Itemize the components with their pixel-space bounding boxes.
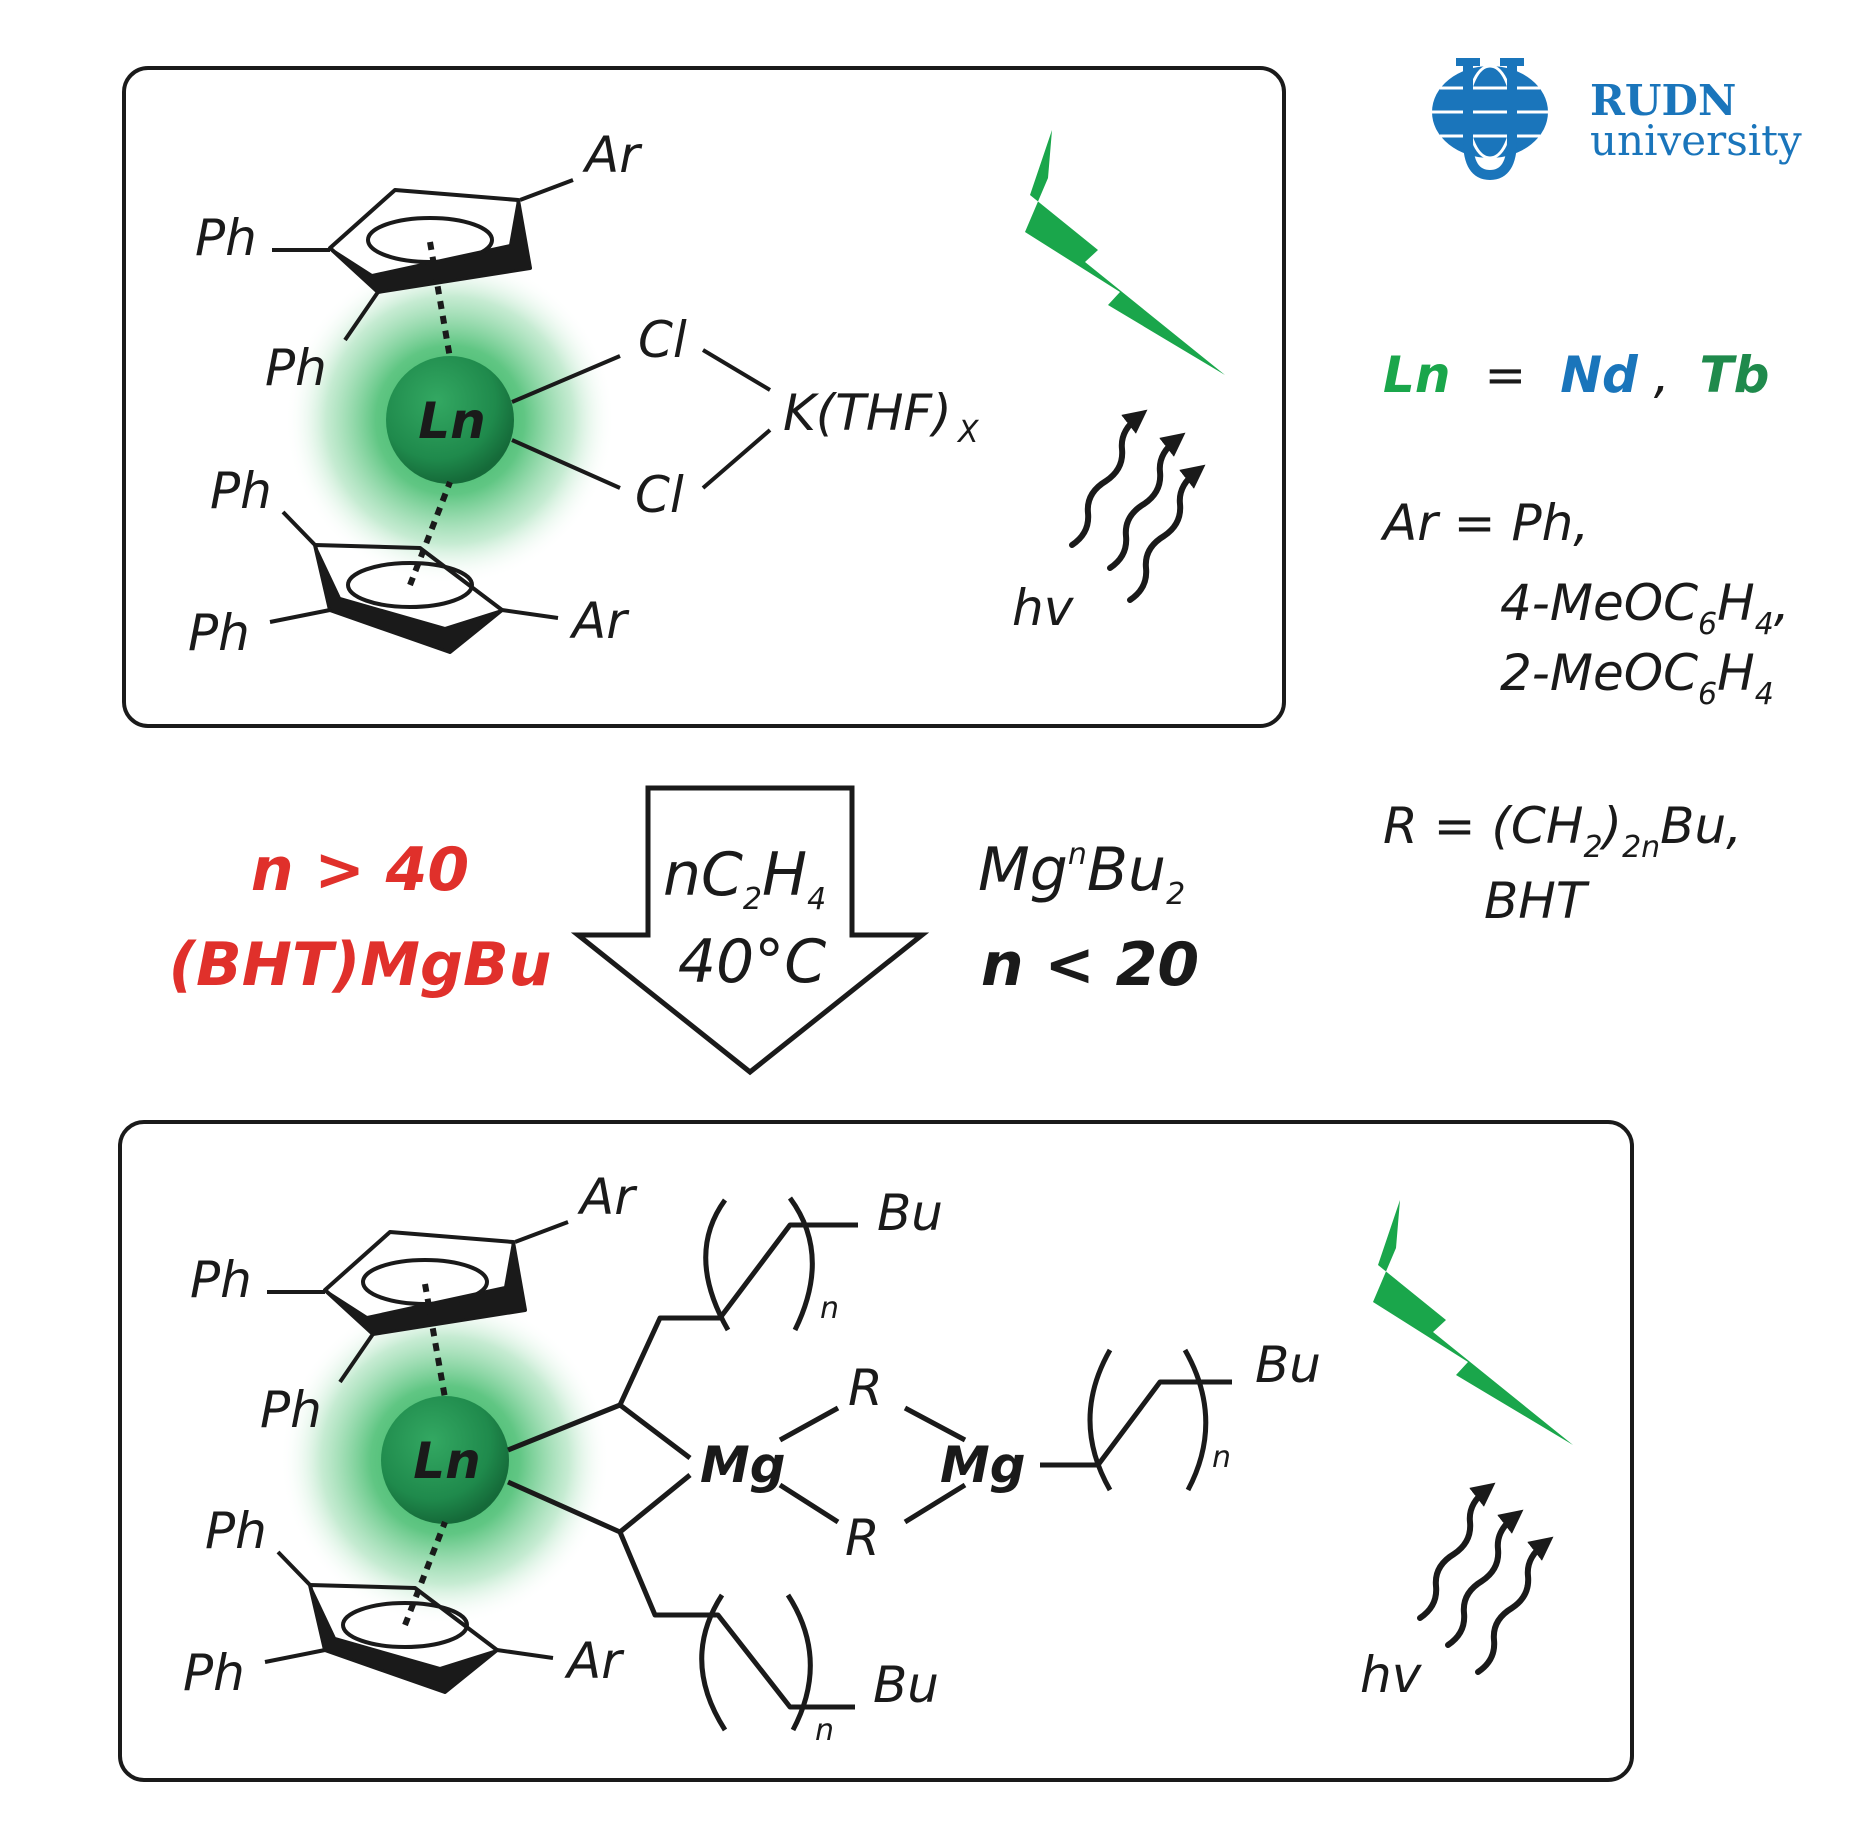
reagent-part: nC: [663, 840, 743, 910]
bu-label: Bu: [873, 1656, 939, 1714]
legend-ln-line: Ln = Nd , Tb: [1383, 346, 1769, 404]
lower-cp-ring: [269, 480, 559, 654]
top-complex-frame: [122, 66, 1286, 728]
subscript-6: 6: [1698, 607, 1717, 642]
upper-cp-ring: [272, 178, 574, 359]
mgbu-part: Bu: [1087, 835, 1166, 905]
cl-label: Cl: [638, 311, 687, 369]
bu-label: Bu: [1255, 1336, 1321, 1394]
ph-label: Ph: [260, 1381, 322, 1439]
r-part: ): [1599, 797, 1623, 855]
cl-label: Cl: [635, 466, 684, 524]
legend-nd: Nd: [1560, 346, 1639, 404]
condition-right-line2: n < 20: [981, 930, 1199, 1000]
rudn-logo: RUDN university: [1432, 58, 1802, 181]
legend-eq: =: [1484, 346, 1526, 404]
legend-ar-opt2: 2-MeOC6H4: [1500, 644, 1774, 712]
ph-label: Ph: [265, 339, 327, 397]
logo-line2: university: [1590, 116, 1802, 165]
subscript-2: 2: [1166, 877, 1185, 912]
lightning-bolt-icon: [1373, 1200, 1573, 1445]
legend-comma: ,: [1654, 346, 1670, 404]
mg-label: Mg: [700, 1436, 786, 1494]
bottom-complex-frame: [118, 1120, 1634, 1782]
subscript-2n: 2n: [1622, 830, 1660, 865]
bu-label: Bu: [877, 1184, 943, 1242]
cl-bridges: [511, 348, 772, 490]
legend-r-line: R = (CH2)2nBu,: [1383, 797, 1742, 865]
ln-label: Ln: [413, 1432, 480, 1490]
ln-label: Ln: [418, 392, 485, 450]
ar-label: Ar: [564, 1632, 625, 1690]
logo-line1: RUDN: [1590, 76, 1736, 125]
n-subscript: n: [820, 1291, 839, 1326]
subscript-4: 4: [1755, 677, 1774, 712]
ph-label: Ph: [195, 209, 257, 267]
subscript-2: 2: [1583, 830, 1602, 865]
hv-label: hv: [1360, 1646, 1423, 1704]
ph-label: Ph: [183, 1644, 245, 1702]
condition-right-line1: MgnBu2: [978, 835, 1185, 912]
ph-label: Ph: [188, 604, 250, 662]
subscript-6: 6: [1698, 677, 1717, 712]
legend-ar-opt1: 4-MeOC6H4,: [1500, 574, 1790, 642]
ph-label: Ph: [205, 1502, 267, 1560]
r-label: R: [845, 1509, 880, 1567]
reaction-arrow: [570, 785, 930, 1076]
ar-label: Ar: [582, 126, 643, 184]
ar-opt1-part: 4-MeOC: [1500, 574, 1698, 632]
ar-label: Ar: [569, 592, 630, 650]
legend-tb: Tb: [1700, 346, 1770, 404]
subscript-4: 4: [807, 882, 826, 917]
ar-opt2-part: H: [1717, 644, 1755, 702]
ar-opt1-part: ,: [1774, 574, 1790, 632]
bottom-complex: Ln Ph Ph Ar Ph Ph Ar: [183, 1168, 1321, 1748]
r-part: Bu,: [1660, 797, 1742, 855]
ar-label: Ar: [577, 1168, 638, 1226]
legend: Ln = Nd , Tb Ar = Ph, 4-MeOC6H4, 2-MeOC6…: [1380, 346, 1790, 930]
reagent-label: nC2H4: [663, 840, 826, 917]
subscript-4: 4: [1755, 607, 1774, 642]
hv-label: hv: [1012, 579, 1075, 637]
emission-arrows-icon: [1069, 409, 1206, 603]
emission-arrows-icon: [1417, 1482, 1554, 1675]
legend-ln: Ln: [1383, 346, 1450, 404]
n-subscript: n: [1212, 1440, 1231, 1475]
upper-cp-ring: [267, 1220, 569, 1399]
r-label: R: [848, 1359, 883, 1417]
ph-label: Ph: [210, 462, 272, 520]
ln-atom: [386, 356, 514, 484]
top-complex: Ln Ph Ph Ar Ph Ph Ar: [188, 126, 980, 662]
condition-left-line1: n > 40: [251, 835, 469, 905]
temperature-label: 40°C: [678, 927, 826, 997]
n-subscript: n: [815, 1713, 834, 1748]
k-thf-subscript: X: [956, 415, 980, 450]
mgbu-part: Mg: [978, 835, 1068, 905]
ar-opt2-part: 2-MeOC: [1500, 644, 1698, 702]
superscript-n: n: [1068, 837, 1087, 872]
lower-cp-ring: [264, 1520, 554, 1694]
mg-label: Mg: [940, 1436, 1026, 1494]
ph-label: Ph: [190, 1251, 252, 1309]
legend-ar-line: Ar = Ph,: [1380, 494, 1589, 552]
r-part: R = (CH: [1383, 797, 1583, 855]
ar-opt1-part: H: [1717, 574, 1755, 632]
subscript-2: 2: [743, 882, 762, 917]
alkyl-chains: [506, 1196, 1232, 1732]
condition-left-line2: (BHT)MgBu: [169, 930, 552, 1000]
reagent-part: H: [762, 840, 807, 910]
lightning-bolt-icon: [1025, 130, 1225, 375]
legend-bht: BHT: [1484, 872, 1590, 930]
ln-atom: [381, 1396, 509, 1524]
k-thf-label: K(THF): [783, 384, 952, 442]
